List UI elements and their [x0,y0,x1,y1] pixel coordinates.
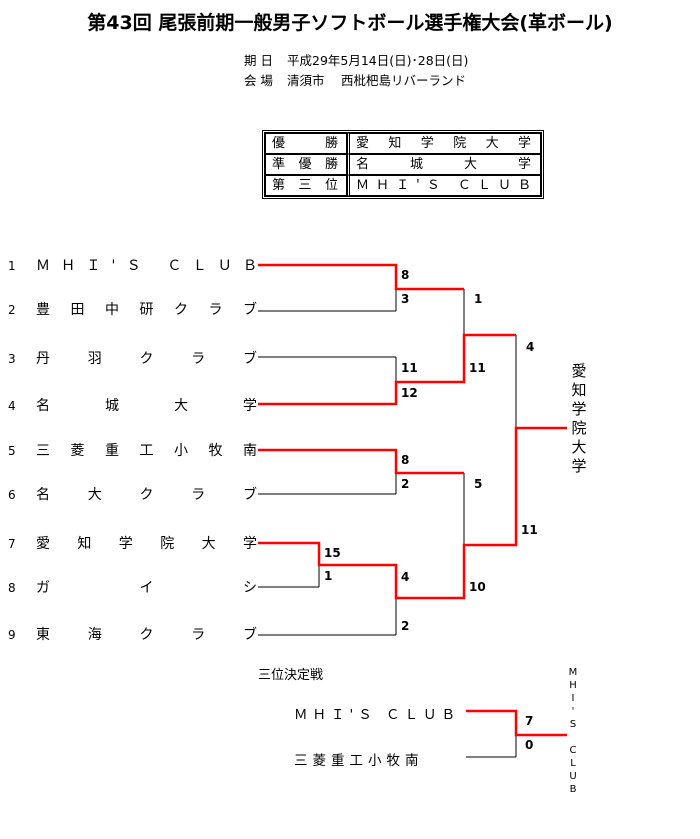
team-row-9: 9 東海クラブ [8,625,257,645]
score: 8 [401,268,410,282]
score: 2 [401,477,410,491]
team-number: 8 [8,581,16,595]
team-number: 1 [8,259,16,273]
score: 15 [324,546,341,560]
score: 11 [521,523,538,537]
results-row-third: 第三位 ＭＨＩ'Ｓ ＣＬＵＢ [265,175,541,196]
score: 11 [401,361,418,375]
score: 0 [525,738,534,752]
results-position: 第三位 [265,175,347,196]
team-name: 名大クラブ [36,487,258,503]
score: 1 [474,292,483,306]
team-row-5: 5 三菱重工小牧南 [8,441,257,461]
team-name: ガイシ [36,580,258,596]
team-number: 7 [8,537,16,551]
team-number: 3 [8,352,16,366]
team-name: ＭＨＩ'Ｓ ＣＬＵＢ [36,258,258,274]
venue-value: 清須市 西枇杷島リバーランド [287,73,466,88]
dates-label: 期 日 [244,53,273,68]
third-place-team-bottom: 三菱重工小牧南 [294,753,424,769]
score: 5 [474,477,483,491]
team-number: 9 [8,628,16,642]
team-row-8: 8 ガイシ [8,578,257,598]
score: 1 [324,569,333,583]
results-position: 準優勝 [265,154,347,175]
score: 4 [526,340,535,354]
team-row-7: 7 愛知学院大学 [8,534,257,554]
score: 2 [401,619,410,633]
score: 7 [525,714,534,728]
winning-lines [258,263,567,737]
team-number: 2 [8,303,16,317]
score: 4 [401,570,410,584]
losing-lines [258,289,517,758]
results-row-runner-up: 準優勝 名城大学 [265,154,541,175]
team-row-1: 1 ＭＨＩ'Ｓ ＣＬＵＢ [8,256,257,276]
results-position: 優勝 [265,133,347,154]
results-team: 名城大学 [347,154,541,175]
results-team: ＭＨＩ'Ｓ ＣＬＵＢ [347,175,541,196]
results-row-champion: 優勝 愛知学院大学 [265,133,541,154]
dates-value: 平成29年5月14日(日)･28日(日) [287,53,469,68]
score: 8 [401,453,410,467]
results-team: 愛知学院大学 [347,133,541,154]
score: 11 [469,361,486,375]
team-number: 6 [8,488,16,502]
results-table: 優勝 愛知学院大学 準優勝 名城大学 第三位 ＭＨＩ'Ｓ ＣＬＵＢ [262,130,544,199]
venue-label: 会 場 [244,73,273,88]
team-name: 丹羽クラブ [36,351,258,367]
score: 10 [469,580,486,594]
team-number: 5 [8,444,16,458]
third-place-team-top: ＭＨＩ'Ｓ ＣＬＵＢ [294,707,461,723]
score: 3 [401,292,410,306]
team-name: 愛知学院大学 [36,536,258,552]
team-name: 東海クラブ [36,627,258,643]
team-row-6: 6 名大クラブ [8,485,257,505]
team-name: 名城大学 [36,398,258,414]
team-number: 4 [8,399,16,413]
team-row-3: 3 丹羽クラブ [8,349,257,369]
team-name: 三菱重工小牧南 [36,443,258,459]
score: 12 [401,386,418,400]
champion-name: 愛知学院大学 [571,362,587,475]
team-name: 豊田中研クラブ [36,302,258,318]
page-title: 第43回 尾張前期一般男子ソフトボール選手権大会(革ボール) [87,12,613,34]
team-row-4: 4 名城大学 [8,396,257,416]
third-place-label: 三位決定戦 [258,668,324,683]
team-row-2: 2 豊田中研クラブ [8,300,257,320]
